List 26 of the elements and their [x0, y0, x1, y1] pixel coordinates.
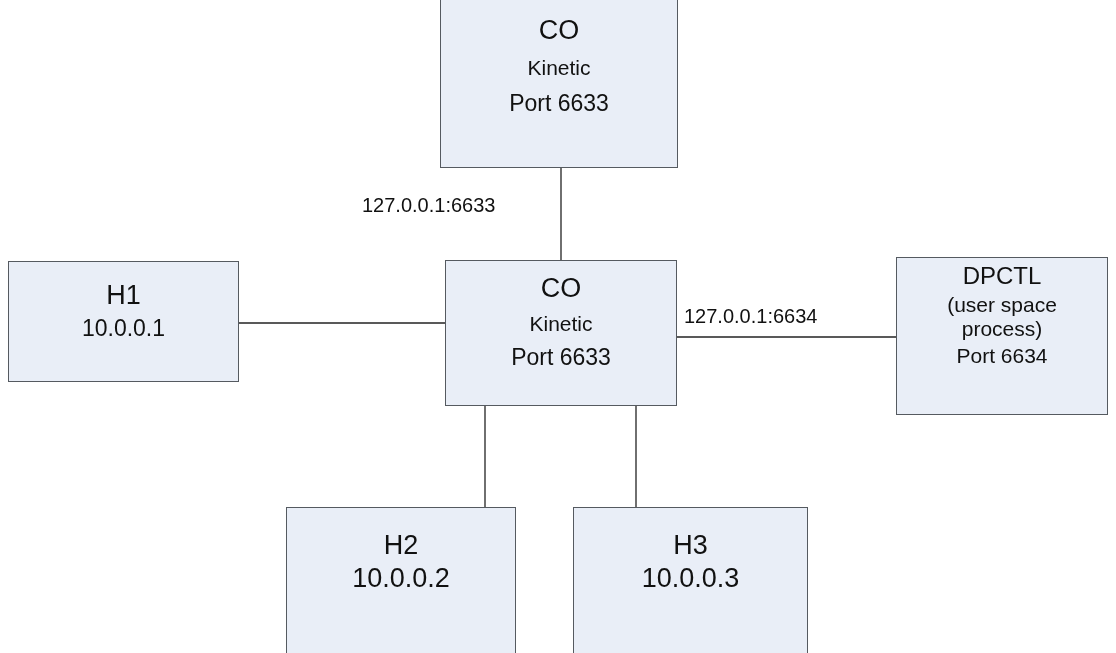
node-text: Port 6633 — [511, 344, 611, 371]
node-text: (user space process) — [946, 292, 1058, 341]
node-text: Port 6634 — [956, 343, 1048, 368]
node-text: 10.0.0.2 — [352, 563, 450, 595]
connector-line — [560, 167, 562, 261]
node-box — [440, 0, 678, 168]
node-title: H2 — [383, 530, 419, 562]
node-text: Kinetic — [529, 312, 593, 337]
node-text: 10.0.0.3 — [641, 563, 740, 595]
node-text: Port 6633 — [509, 90, 609, 117]
node-box — [286, 507, 516, 653]
node-title: DPCTL — [962, 262, 1042, 290]
node-text: 10.0.0.1 — [81, 315, 166, 342]
node-box — [445, 260, 677, 406]
node-title: CO — [540, 273, 582, 305]
node-title: CO — [538, 15, 580, 47]
node-text: Kinetic — [527, 56, 591, 81]
node-title: H1 — [106, 280, 141, 312]
connector-line — [676, 336, 897, 338]
node-title: H3 — [673, 530, 708, 562]
connector-line — [238, 322, 446, 324]
node-box — [573, 507, 808, 653]
node-box — [8, 261, 239, 382]
node-box — [896, 257, 1108, 415]
connector-line — [635, 405, 637, 508]
connector-line — [484, 405, 486, 508]
